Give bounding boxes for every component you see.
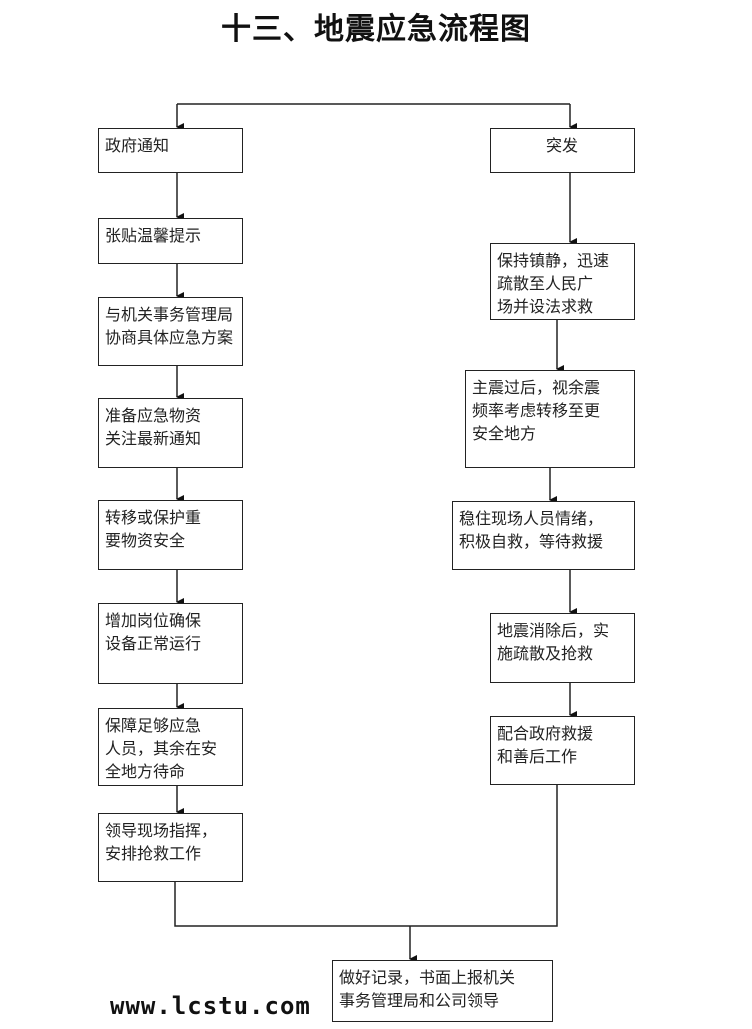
step-record-report: 做好记录，书面上报机关 事务管理局和公司领导 — [332, 960, 553, 1022]
step-protect-materials: 转移或保护重 要物资安全 — [98, 500, 243, 570]
watermark: www.lcstu.com — [110, 992, 311, 1020]
step-after-main-shock: 主震过后，视余震 频率考虑转移至更 安全地方 — [465, 370, 635, 468]
step-prepare-supplies: 准备应急物资 关注最新通知 — [98, 398, 243, 468]
step-sudden-event: 突发 — [490, 128, 635, 173]
step-lead-command: 领导现场指挥， 安排抢救工作 — [98, 813, 243, 882]
step-ensure-personnel: 保障足够应急 人员，其余在安 全地方待命 — [98, 708, 243, 786]
step-post-reminder: 张贴温馨提示 — [98, 218, 243, 264]
merge-line — [174, 784, 558, 927]
step-stabilize-emotions: 稳住现场人员情绪， 积极自救，等待救援 — [452, 501, 635, 570]
page-title: 十三、地震应急流程图 — [221, 12, 531, 47]
step-government-notice: 政府通知 — [98, 128, 243, 173]
step-add-posts: 增加岗位确保 设备正常运行 — [98, 603, 243, 684]
step-evacuate-rescue: 地震消除后，实 施疏散及抢救 — [490, 613, 635, 683]
step-consult-plan: 与机关事务管理局 协商具体应急方案 — [98, 297, 243, 366]
step-stay-calm: 保持镇静，迅速 疏散至人民广 场并设法求救 — [490, 243, 635, 320]
step-cooperate-government: 配合政府救援 和善后工作 — [490, 716, 635, 785]
